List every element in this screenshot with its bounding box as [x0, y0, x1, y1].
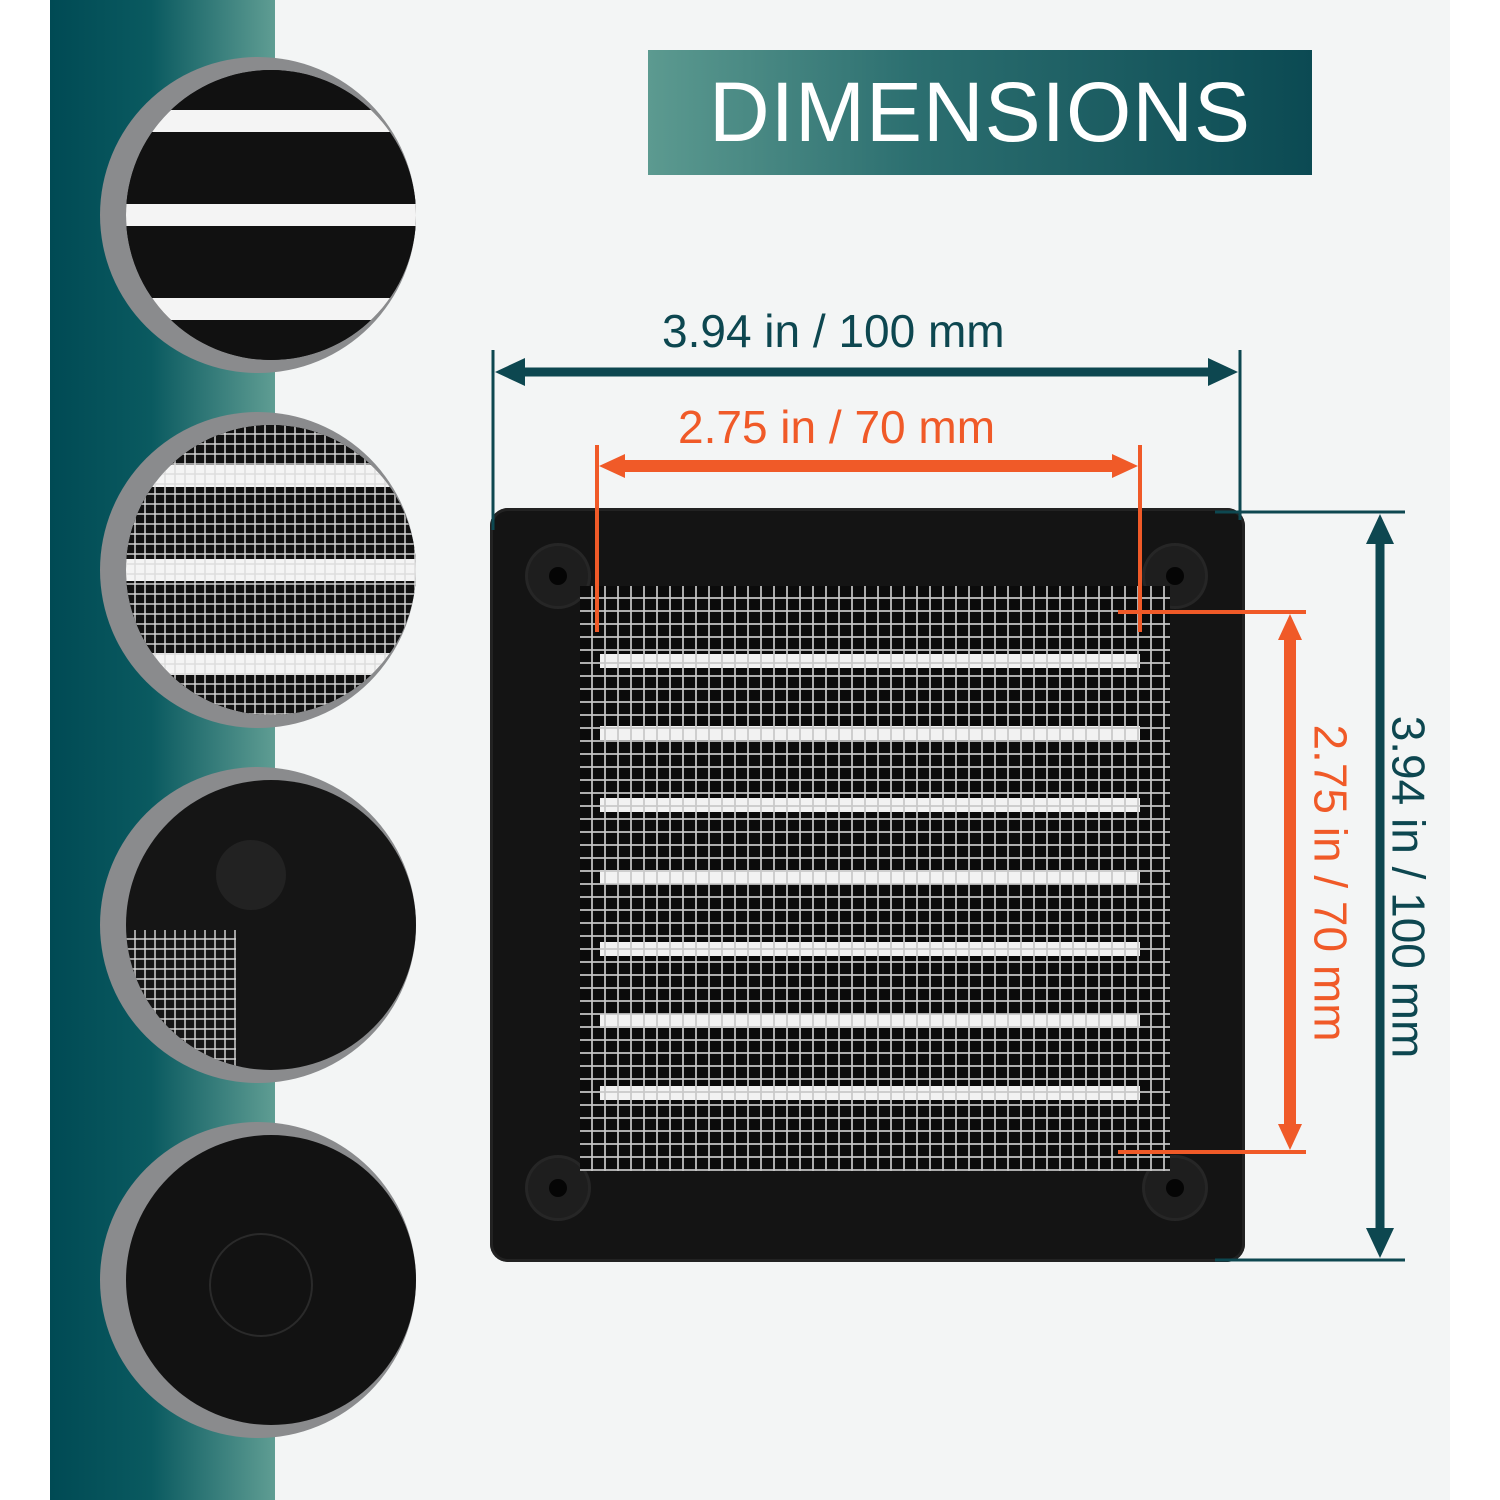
detail-mesh-closeup: [100, 412, 416, 728]
inner-height-label: 2.75 in / 70 mm: [1304, 724, 1357, 1042]
outer-width-label: 3.94 in / 100 mm: [662, 305, 1005, 357]
vent-product: [490, 508, 1245, 1262]
outer-height-label: 3.94 in / 100 mm: [1382, 715, 1435, 1059]
page-title: DIMENSIONS: [648, 50, 1312, 175]
detail-back-corner-closeup: [100, 1122, 416, 1438]
inner-width-label: 2.75 in / 70 mm: [678, 401, 996, 453]
detail-corner-closeup: [100, 767, 416, 1083]
detail-louver-closeup: [100, 57, 416, 373]
